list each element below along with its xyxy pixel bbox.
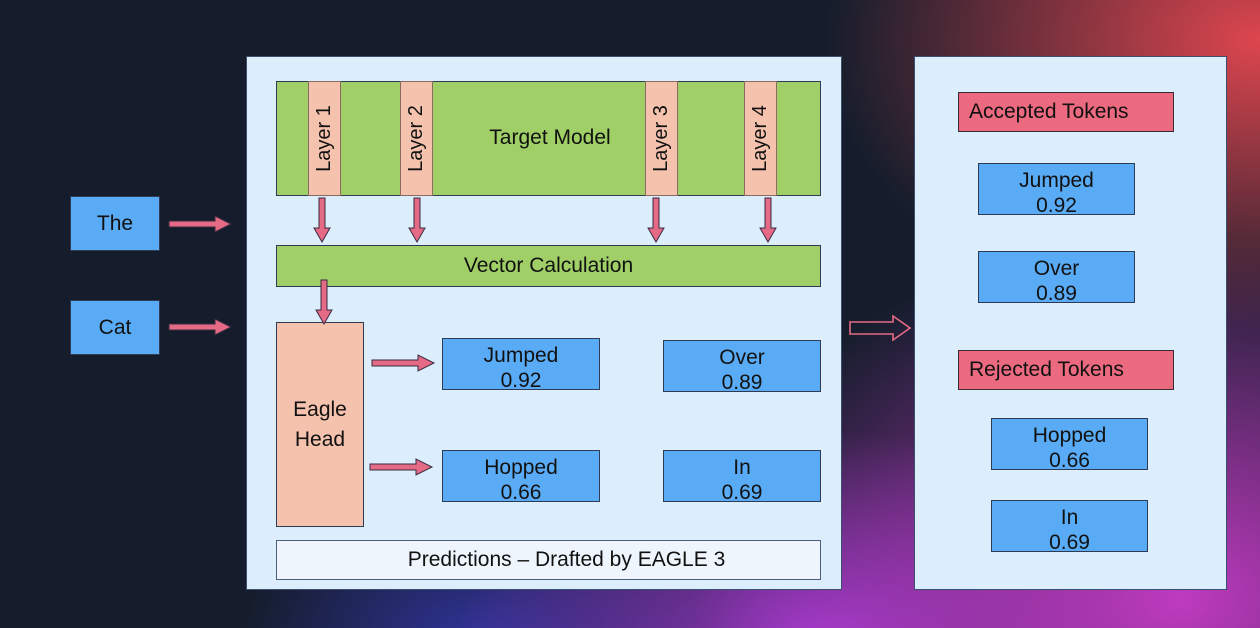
arrow-cat-to-model bbox=[168, 318, 232, 336]
input-token-label: The bbox=[96, 211, 134, 235]
layer-2: Layer 2 bbox=[400, 81, 433, 196]
arrow-layer1-down bbox=[313, 197, 331, 243]
draft-token-in: In 0.69 bbox=[663, 450, 821, 502]
layer-1: Layer 1 bbox=[308, 81, 341, 196]
arrow-drafts-to-verification bbox=[849, 314, 912, 342]
rejected-token-in: In 0.69 bbox=[991, 500, 1148, 552]
token-text: Jumped bbox=[1019, 169, 1094, 192]
token-score: 0.66 bbox=[500, 481, 542, 502]
rejected-tokens-label-text: Rejected Tokens bbox=[969, 358, 1124, 381]
predictions-caption-text: Predictions – Drafted by EAGLE 3 bbox=[407, 548, 726, 571]
token-text: In bbox=[733, 456, 751, 479]
arrow-the-to-model bbox=[168, 215, 232, 233]
token-text: Over bbox=[1033, 257, 1080, 280]
arrow-layer3-down bbox=[647, 197, 665, 243]
token-text: Over bbox=[719, 346, 765, 369]
eagle-head-label-line1: Eagle bbox=[293, 397, 347, 421]
token-score: 0.89 bbox=[1036, 282, 1077, 303]
token-score: 0.89 bbox=[721, 371, 763, 392]
rejected-token-hopped: Hopped 0.66 bbox=[991, 418, 1148, 470]
accepted-token-jumped: Jumped 0.92 bbox=[978, 163, 1135, 215]
rejected-tokens-label: Rejected Tokens bbox=[958, 350, 1174, 390]
layer-4: Layer 4 bbox=[744, 81, 777, 196]
target-model-title: Target Model bbox=[489, 126, 611, 149]
draft-token-jumped: Jumped 0.92 bbox=[442, 338, 600, 390]
predictions-caption: Predictions – Drafted by EAGLE 3 bbox=[276, 540, 821, 580]
arrow-eagle-to-bottom-drafts bbox=[369, 458, 433, 476]
token-score: 0.69 bbox=[721, 481, 763, 502]
token-score: 0.92 bbox=[1036, 194, 1077, 215]
token-score: 0.66 bbox=[1049, 449, 1090, 470]
input-token-label: Cat bbox=[98, 315, 132, 339]
arrow-eagle-to-top-drafts bbox=[371, 354, 435, 372]
eagle-head-label-line2: Head bbox=[294, 427, 346, 451]
token-text: Hopped bbox=[484, 456, 558, 479]
input-token-the: The bbox=[70, 196, 160, 251]
draft-token-hopped: Hopped 0.66 bbox=[442, 450, 600, 502]
draft-token-over: Over 0.89 bbox=[663, 340, 821, 392]
token-score: 0.69 bbox=[1049, 531, 1090, 552]
layer-3: Layer 3 bbox=[645, 81, 678, 196]
token-text: In bbox=[1060, 506, 1079, 529]
vector-calculation-label: Vector Calculation bbox=[463, 254, 634, 277]
accepted-token-over: Over 0.89 bbox=[978, 251, 1135, 303]
token-score: 0.92 bbox=[500, 369, 542, 390]
token-text: Hopped bbox=[1032, 424, 1107, 447]
arrow-layer4-down bbox=[759, 197, 777, 243]
accepted-tokens-label-text: Accepted Tokens bbox=[969, 100, 1129, 123]
input-token-cat: Cat bbox=[70, 300, 160, 355]
token-text: Jumped bbox=[483, 344, 559, 367]
vector-calculation-block: Vector Calculation bbox=[276, 245, 821, 287]
accepted-tokens-label: Accepted Tokens bbox=[958, 92, 1174, 132]
eagle-head-block: Eagle Head bbox=[276, 322, 364, 527]
arrow-vector-to-eagle bbox=[315, 279, 333, 325]
target-model-block bbox=[276, 81, 821, 196]
arrow-layer2-down bbox=[408, 197, 426, 243]
